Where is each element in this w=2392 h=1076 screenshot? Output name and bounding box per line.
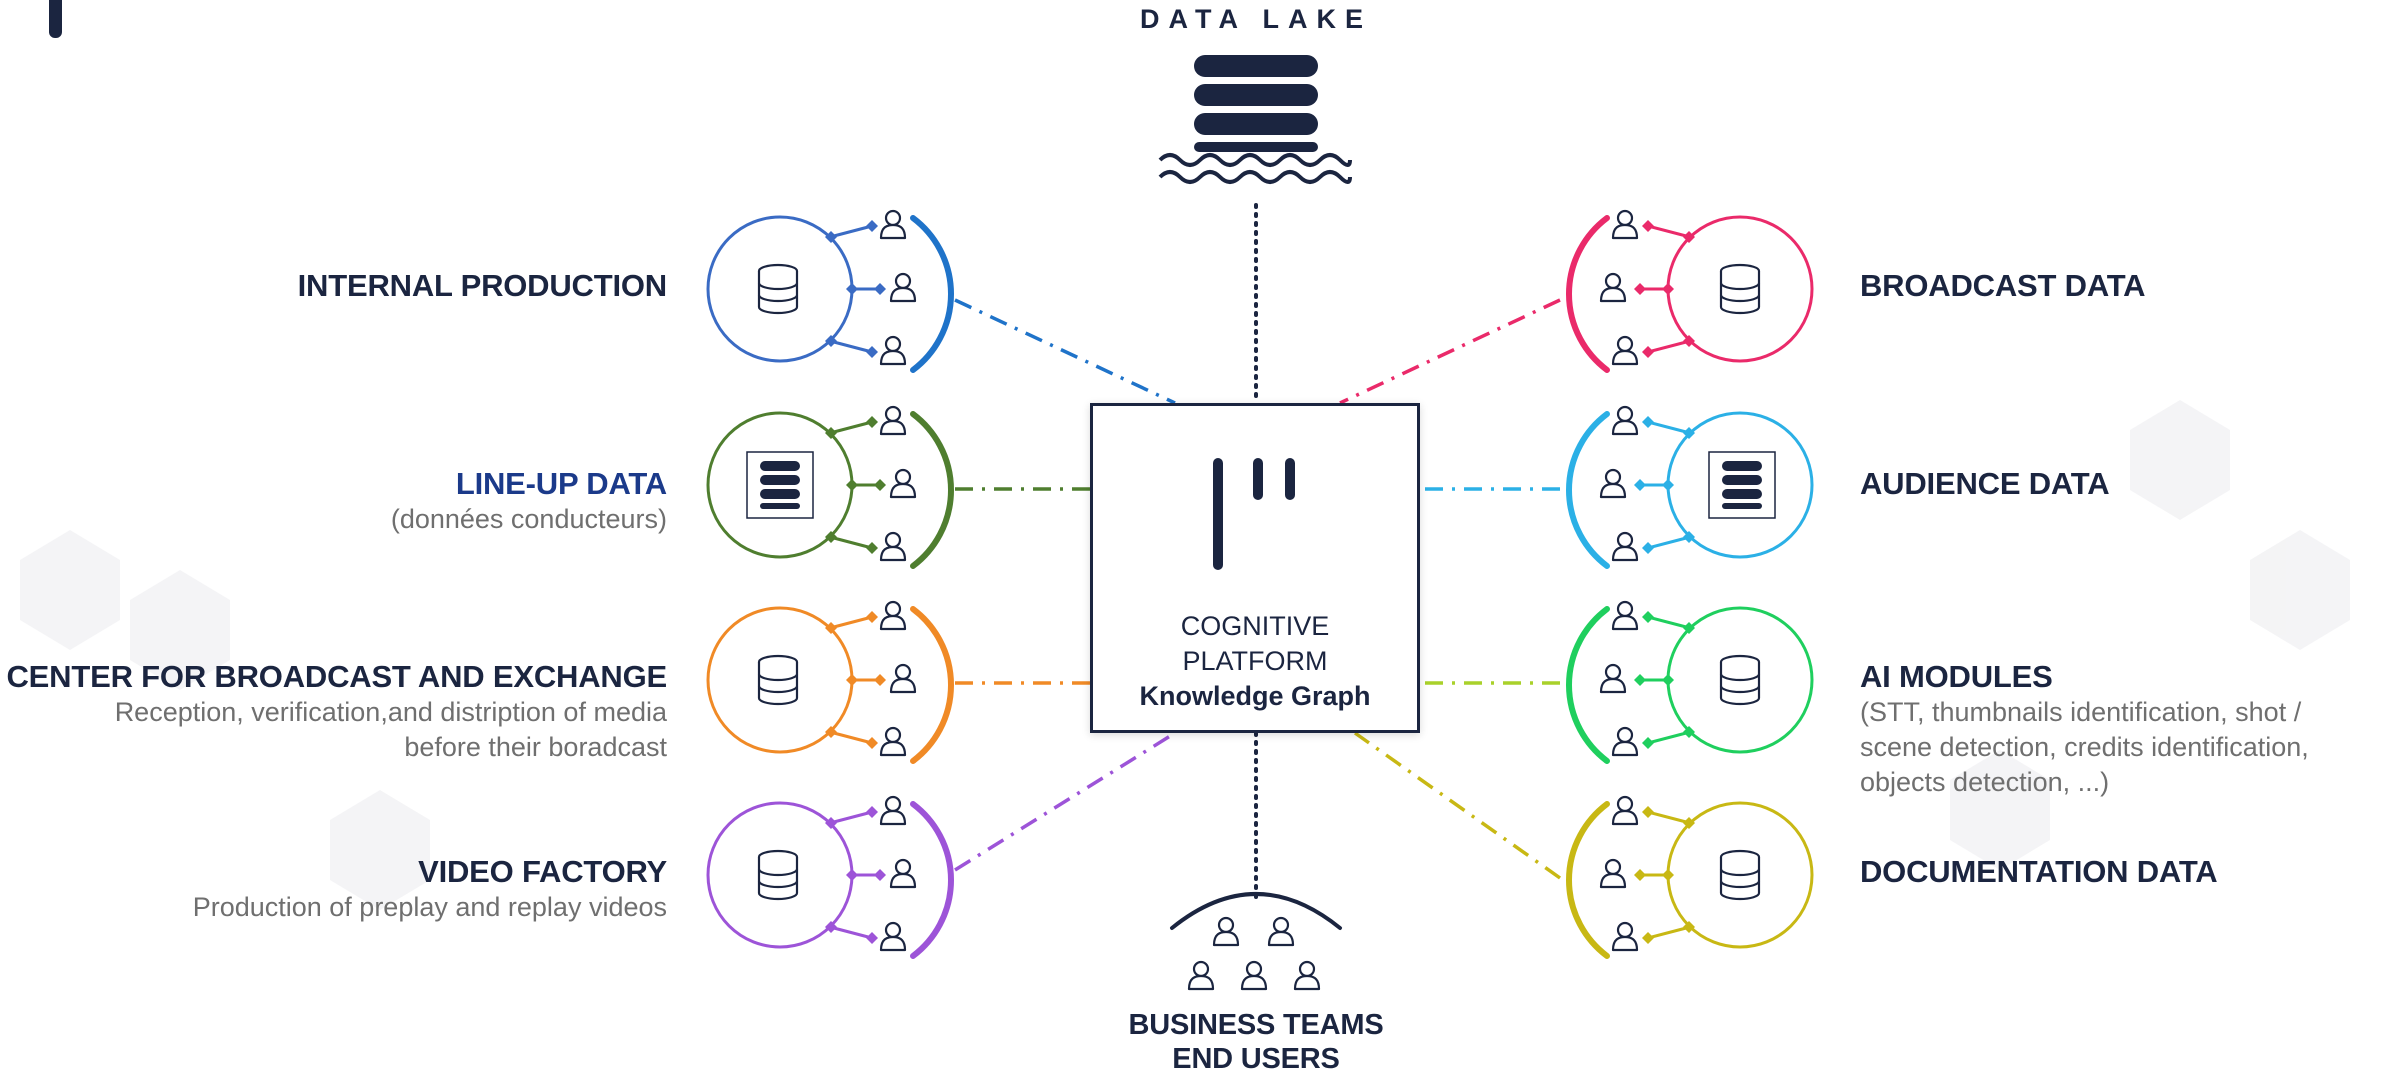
database-icon (1719, 654, 1761, 706)
source-title: AI MODULES (1860, 659, 2053, 694)
user-icon (1293, 960, 1321, 991)
source-subtitle: (STT, thumbnails identification, shot / (1860, 697, 2302, 727)
user-icon (879, 921, 907, 952)
source-subtitle: Reception, verification,and distription … (114, 697, 667, 727)
user-icon (1611, 405, 1639, 436)
database-icon (757, 849, 799, 901)
database-icon (757, 263, 799, 315)
source-audience: AUDIENCE DATA (1860, 466, 2110, 502)
user-icon (1599, 663, 1627, 694)
user-icon (1611, 600, 1639, 631)
user-icon (1611, 335, 1639, 366)
source-line-up: LINE-UP DATA (données conducteurs) (391, 466, 667, 537)
source-title: LINE-UP DATA (455, 466, 667, 501)
user-icon (1611, 726, 1639, 757)
source-internal-production: INTERNAL PRODUCTION (297, 268, 668, 304)
user-icon (1611, 209, 1639, 240)
connector-broadcast (1339, 298, 1561, 405)
source-title: VIDEO FACTORY (418, 854, 667, 889)
user-icon (879, 795, 907, 826)
database-icon (1719, 849, 1761, 901)
source-title: AUDIENCE DATA (1860, 466, 2110, 501)
business-teams-label: BUSINESS TEAMS END USERS (1106, 1008, 1406, 1076)
user-icon (889, 858, 917, 889)
user-icon (889, 272, 917, 303)
cognitive-platform-box[interactable]: COGNITIVE PLATFORM Knowledge Graph (1090, 403, 1420, 733)
user-icon (1611, 531, 1639, 562)
source-title: CENTER FOR BROADCAST AND EXCHANGE (6, 659, 668, 694)
platform-line-3: Knowledge Graph (1139, 681, 1371, 711)
users-arc (1170, 892, 1342, 930)
user-icon (889, 468, 917, 499)
database-icon (746, 451, 814, 519)
database-icon (1719, 263, 1761, 315)
user-icon (1611, 921, 1639, 952)
user-icon (879, 209, 907, 240)
user-icon (1212, 916, 1240, 947)
user-icon (1240, 960, 1268, 991)
source-title: BROADCAST DATA (1860, 268, 2146, 303)
source-subtitle: before their boradcast (404, 732, 667, 762)
user-icon (879, 726, 907, 757)
source-subtitle: objects detection, ...) (1860, 767, 2110, 797)
source-cbe: CENTER FOR BROADCAST AND EXCHANGE Recept… (7, 659, 668, 765)
user-icon (1187, 960, 1215, 991)
source-ai-modules: AI MODULES (STT, thumbnails identificati… (1860, 659, 2309, 800)
source-subtitle: (données conducteurs) (390, 504, 667, 534)
platform-logo (1213, 458, 1295, 570)
source-subtitle: Production of preplay and replay videos (192, 892, 667, 922)
data-lake-label: DATA LAKE (1140, 4, 1372, 34)
source-video-factory: VIDEO FACTORY Production of preplay and … (193, 854, 667, 925)
platform-line-1: COGNITIVE (1180, 611, 1330, 641)
user-icon (889, 663, 917, 694)
user-icon (1599, 272, 1627, 303)
user-icon (1599, 468, 1627, 499)
source-title: DOCUMENTATION DATA (1860, 854, 2218, 889)
user-icon (1611, 795, 1639, 826)
business-teams-line-1: BUSINESS TEAMS (1128, 1009, 1384, 1041)
database-icon (757, 654, 799, 706)
connector-internal-production (954, 298, 1176, 405)
user-icon (879, 531, 907, 562)
user-icon (1267, 916, 1295, 947)
source-documentation: DOCUMENTATION DATA (1860, 854, 2218, 890)
data-lake-icon (1158, 55, 1352, 184)
business-teams-line-2: END USERS (1172, 1043, 1340, 1075)
user-icon (1599, 858, 1627, 889)
database-icon (1708, 451, 1776, 519)
connector-video-factory (954, 731, 1176, 872)
user-icon (879, 600, 907, 631)
platform-line-2: PLATFORM (1182, 646, 1328, 676)
source-broadcast: BROADCAST DATA (1860, 268, 2146, 304)
background-pattern (20, 400, 2350, 910)
corner-mark (49, 0, 62, 38)
source-subtitle: scene detection, credits identification, (1860, 732, 2309, 762)
source-title: INTERNAL PRODUCTION (297, 268, 668, 303)
user-icon (879, 335, 907, 366)
user-icon (879, 405, 907, 436)
connector-documentation (1353, 731, 1562, 880)
